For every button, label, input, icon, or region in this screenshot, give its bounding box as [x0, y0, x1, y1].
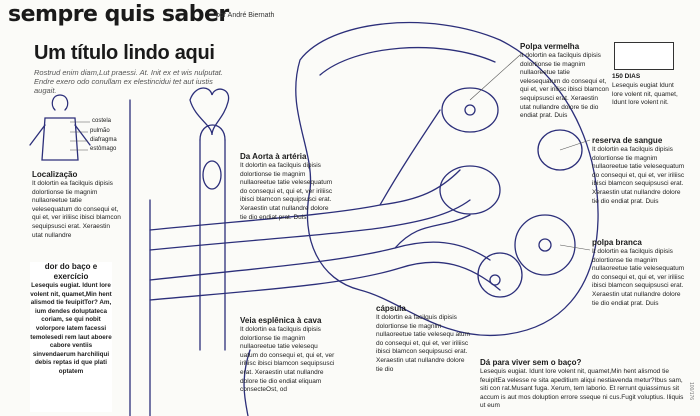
- section-veia: Veia esplênica à cava It dolortin ea fac…: [240, 316, 336, 395]
- section-title: polpa branca: [592, 238, 642, 247]
- section-body: Lesequis eugiat. Idunt lore volent nit, …: [480, 368, 684, 410]
- section-title: 150 DIAS: [612, 73, 641, 80]
- label-diafragma: diafragma: [90, 137, 117, 143]
- brand-title: sempre quis saber: [8, 2, 229, 27]
- page-number: 100/176: [688, 381, 694, 400]
- section-body: It dolortin ea facilquis dipisis dolorti…: [240, 326, 335, 394]
- section-title: Localização: [32, 170, 78, 179]
- section-title: Veia esplênica à cava: [240, 316, 322, 325]
- section-reserva: reserva de sangue It dolortin ea facilqu…: [592, 136, 688, 206]
- section-dias: 150 DIAS Lesequis eugiat Idunt lore vole…: [612, 72, 684, 108]
- section-body: It dolortin ea facilquis dipisis dolorti…: [520, 52, 609, 120]
- section-localizacao: Localização It dolortin ea facilquis dip…: [32, 170, 122, 240]
- label-estomago: estômago: [90, 146, 117, 152]
- section-title: reserva de sangue: [592, 136, 663, 145]
- section-body: It dolortin ea facilquis dipisis dolorti…: [592, 146, 685, 205]
- section-body: It dolortin ea facilquis dipisis dolorti…: [592, 248, 685, 307]
- sidebar-box: dor do baço e exercício Lesequis eugiat.…: [30, 262, 112, 412]
- section-viver: Dá para viver sem o baço? Lesequis eugia…: [480, 358, 685, 411]
- lede: Rostrud enim diam,Lut praessi. At. Init …: [34, 68, 223, 95]
- byline: por André Biernath: [216, 12, 275, 19]
- section-capsula: cápsula It dolortin ea facilquis dipisis…: [376, 304, 472, 374]
- label-costela: costela: [92, 118, 112, 124]
- section-title: Da Aorta à artéria: [240, 152, 307, 161]
- section-body: It dolortin ea facilquis dipisis dolorti…: [376, 314, 470, 373]
- section-body: Lesequis eugiat Idunt lore volent nit, q…: [612, 82, 678, 107]
- section-polpa-vermelha: Polpa vermelha It dolortin ea facilquis …: [520, 42, 610, 121]
- section-body: Lesequis eugiat. Idunt lore volent nit, …: [30, 282, 112, 375]
- section-aorta: Da Aorta à artéria It dolortin ea facilq…: [240, 152, 336, 222]
- image-placeholder: [614, 42, 674, 70]
- section-title: Dá para viver sem o baço?: [480, 358, 582, 367]
- section-body: It dolortin ea facilquis dipisis dolorti…: [240, 162, 333, 221]
- section-polpa-branca: polpa branca It dolortin ea facilquis di…: [592, 238, 688, 308]
- section-title: dor do baço e exercício: [44, 262, 98, 281]
- section-title: cápsula: [376, 304, 406, 313]
- page-title: Um título lindo aqui: [34, 42, 215, 64]
- section-body: It dolortin ea facilquis dipisis dolorti…: [32, 180, 121, 239]
- label-pulmao: pulmão: [90, 128, 110, 134]
- section-title: Polpa vermelha: [520, 42, 580, 51]
